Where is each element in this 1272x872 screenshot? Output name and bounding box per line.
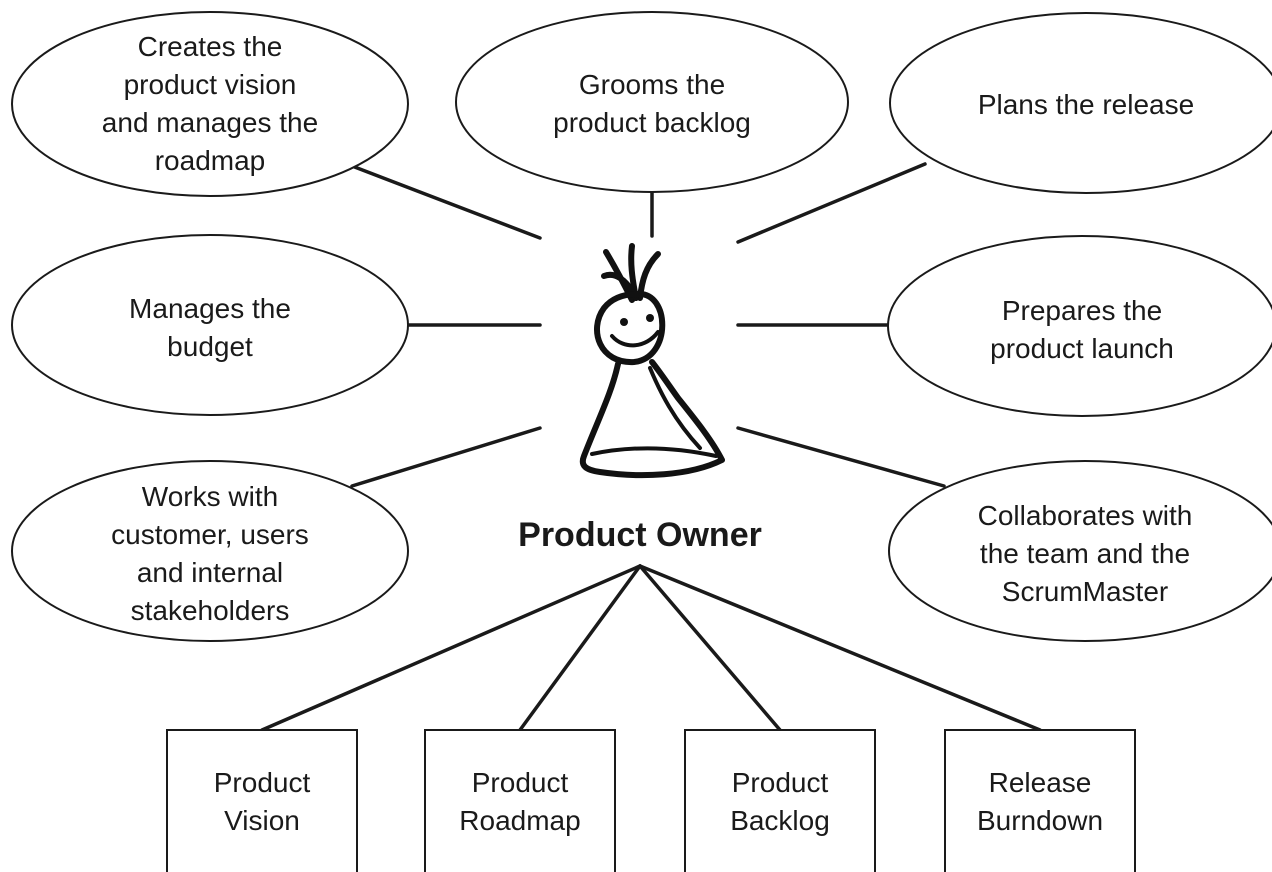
product-owner-figure-icon [579,243,725,479]
connector-product-roadmap [518,564,642,732]
responsibility-vision: Creates the product vision and manages t… [101,31,319,176]
artifact-product-roadmap: Product Roadmap [459,767,581,836]
ellipse-budget [11,234,409,416]
ellipse-vision [11,11,409,197]
box-product-backlog [684,729,876,872]
ellipse-team [888,460,1272,642]
ellipse-stakeholders [11,460,409,642]
ellipse-release [889,12,1272,194]
responsibility-team: Collaborates with the team and the Scrum… [977,500,1193,607]
connector-product-backlog [638,564,782,732]
product-owner-title: Product Owner [518,516,762,554]
box-product-roadmap [424,729,616,872]
responsibility-release: Plans the release [977,89,1195,120]
ellipse-backlog [455,11,849,193]
left-eye [620,318,628,326]
box-product-vision [166,729,358,872]
artifact-release-burndown: Release Burndown [976,767,1104,836]
responsibility-launch: Prepares the product launch [990,295,1174,364]
responsibility-stakeholders: Works with customer, users and internal … [111,481,309,626]
box-release-burndown [944,729,1136,872]
connector-product-vision [260,564,642,732]
connector-release [736,162,927,244]
right-eye [646,314,654,322]
ellipse-launch [887,235,1272,417]
responsibility-budget: Manages the budget [129,293,291,362]
responsibility-backlog: Grooms the product backlog [553,69,751,138]
artifact-product-vision: Product Vision [213,767,311,836]
connector-release-burndown [638,564,1042,732]
connector-stakeholders [350,426,542,488]
artifact-product-backlog: Product Backlog [730,767,830,836]
connector-team [736,426,946,488]
connector-vision [350,164,542,240]
